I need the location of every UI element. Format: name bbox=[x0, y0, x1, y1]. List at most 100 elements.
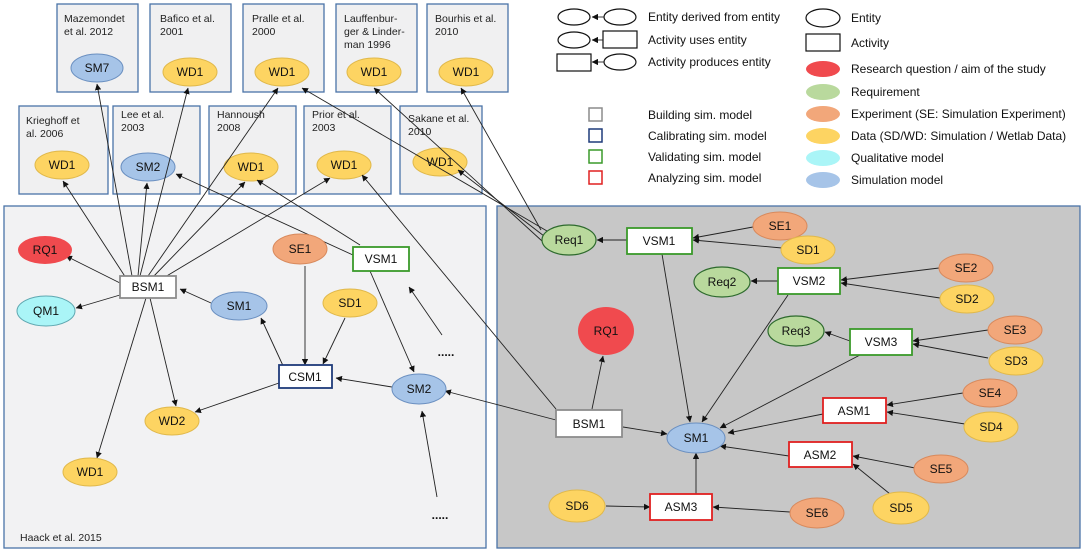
legend-swatch-analyzing bbox=[588, 170, 603, 185]
svg-text:Research question / aim of the: Research question / aim of the study bbox=[851, 62, 1046, 76]
node-rq1-left bbox=[18, 236, 72, 264]
legend-uses-label: Activity uses entity bbox=[648, 33, 747, 47]
svg-text:WD1: WD1 bbox=[453, 65, 480, 79]
svg-text:SM7: SM7 bbox=[85, 61, 110, 75]
svg-text:SE3: SE3 bbox=[1004, 323, 1027, 337]
svg-text:SM1: SM1 bbox=[684, 431, 709, 445]
svg-text:WD1: WD1 bbox=[269, 65, 296, 79]
reference-box-bafico: Bafico et al.2001 WD1 bbox=[149, 3, 232, 93]
svg-text:VSM3: VSM3 bbox=[865, 335, 898, 349]
svg-text:Bourhis et al.2010: Bourhis et al.2010 bbox=[435, 13, 496, 38]
svg-text:WD1: WD1 bbox=[177, 65, 204, 79]
node-se2-right bbox=[938, 253, 994, 283]
svg-text:Simulation model: Simulation model bbox=[851, 173, 943, 187]
node-asm2-right bbox=[788, 441, 853, 468]
svg-text:WD1: WD1 bbox=[49, 158, 76, 172]
svg-text:Req1: Req1 bbox=[555, 233, 584, 247]
svg-text:Qualitative model: Qualitative model bbox=[851, 151, 944, 165]
svg-text:Requirement: Requirement bbox=[851, 85, 920, 99]
reference-box-lee: Lee et al.2003 SM2 bbox=[112, 105, 201, 195]
svg-text:VSM1: VSM1 bbox=[643, 234, 676, 248]
svg-text:ASM1: ASM1 bbox=[838, 404, 871, 418]
node-se6-right bbox=[789, 497, 845, 529]
node-se1-left bbox=[272, 233, 328, 265]
svg-text:SD1: SD1 bbox=[796, 243, 820, 257]
svg-text:VSM1: VSM1 bbox=[365, 252, 398, 266]
svg-text:CSM1: CSM1 bbox=[288, 370, 322, 384]
svg-text:Req3: Req3 bbox=[782, 324, 811, 338]
svg-text:SD3: SD3 bbox=[1004, 354, 1028, 368]
svg-text:SM2: SM2 bbox=[407, 382, 432, 396]
node-req3 bbox=[767, 315, 825, 347]
reference-box-pralle: Pralle et al.2000 WD1 bbox=[242, 3, 325, 93]
node-sd4-right bbox=[963, 411, 1019, 443]
reference-box-lauffenburger: Lauffenbur-ger & Linder-man 1996 WD1 bbox=[335, 3, 418, 93]
svg-text:Experiment (SE: Simulation Exp: Experiment (SE: Simulation Experiment) bbox=[851, 107, 1066, 121]
legend-swatch-qualitative bbox=[806, 150, 840, 166]
svg-text:SD6: SD6 bbox=[565, 499, 589, 513]
node-vsm2-right bbox=[777, 267, 841, 295]
svg-text:Req2: Req2 bbox=[708, 275, 737, 289]
node-req2 bbox=[693, 266, 751, 298]
svg-text:SE1: SE1 bbox=[769, 219, 792, 233]
svg-text:SE5: SE5 bbox=[930, 462, 953, 476]
svg-text:Data (SD/WD: Simulation / Wetl: Data (SD/WD: Simulation / Wetlab Data) bbox=[851, 129, 1066, 143]
legend-activity-label: Activity bbox=[851, 36, 889, 50]
node-se5-right bbox=[913, 454, 969, 484]
node-wd1-left bbox=[62, 457, 118, 487]
ellipsis-lower: ..... bbox=[432, 508, 449, 522]
node-asm3-right bbox=[649, 493, 713, 521]
svg-text:Prior et al.2003: Prior et al.2003 bbox=[312, 109, 360, 134]
legend-activity-shape bbox=[602, 30, 638, 49]
legend-derived-label: Entity derived from entity bbox=[648, 10, 780, 24]
reference-box-sakane: Sakane et al.2010 WD1 bbox=[399, 105, 483, 195]
legend-swatch-validating bbox=[588, 149, 603, 164]
svg-text:Bafico et al.2001: Bafico et al.2001 bbox=[160, 13, 215, 38]
node-wd2-left bbox=[144, 406, 200, 436]
legend-swatch-research bbox=[806, 61, 840, 77]
node-sm2-left bbox=[391, 373, 447, 405]
svg-text:Lauffenbur-ger & Linder-man 19: Lauffenbur-ger & Linder-man 1996 bbox=[344, 13, 405, 51]
node-se1-right bbox=[752, 211, 808, 241]
svg-text:SD1: SD1 bbox=[338, 296, 362, 310]
svg-text:WD1: WD1 bbox=[361, 65, 388, 79]
node-bsm1-right bbox=[555, 409, 623, 438]
svg-text:SE1: SE1 bbox=[289, 242, 312, 256]
legend-entity-label: Entity bbox=[851, 11, 881, 25]
legend-swatch-experiment bbox=[806, 106, 840, 122]
svg-text:BSM1: BSM1 bbox=[132, 280, 165, 294]
node-sd3-right bbox=[988, 346, 1044, 376]
svg-text:QM1: QM1 bbox=[33, 304, 59, 318]
legend-swatch-requirement bbox=[806, 84, 840, 100]
node-sm1-right bbox=[666, 422, 726, 454]
node-csm1-left bbox=[278, 364, 333, 389]
svg-text:ASM3: ASM3 bbox=[665, 500, 698, 514]
right-nodes: Req1 VSM1 SE1 SD1 Req2 VSM2 SE2 SD2 Req3… bbox=[541, 211, 1044, 529]
svg-text:WD2: WD2 bbox=[159, 414, 186, 428]
legend-swatch-building bbox=[588, 107, 603, 122]
left-nodes: RQ1 QM1 BSM1 SM1 SE1 SD1 VSM1 CSM1 SM2 W… bbox=[16, 233, 454, 522]
node-asm1-right bbox=[822, 397, 887, 424]
svg-text:SM2: SM2 bbox=[136, 160, 161, 174]
node-qm1-left bbox=[16, 295, 76, 327]
svg-text:WD1: WD1 bbox=[238, 160, 265, 174]
node-sd1-right bbox=[780, 235, 836, 265]
legend: Entity derived from entity Activity uses… bbox=[556, 8, 1066, 188]
svg-text:Analyzing sim. model: Analyzing sim. model bbox=[648, 171, 761, 185]
svg-text:ASM2: ASM2 bbox=[804, 448, 837, 462]
legend-swatch-calibrating bbox=[588, 128, 603, 143]
node-sd5-right bbox=[872, 491, 930, 525]
svg-text:Pralle et al.2000: Pralle et al.2000 bbox=[252, 13, 305, 38]
node-se4-right bbox=[962, 378, 1018, 408]
svg-text:Calibrating sim. model: Calibrating sim. model bbox=[648, 129, 767, 143]
svg-text:SD2: SD2 bbox=[955, 292, 979, 306]
svg-text:WD1: WD1 bbox=[331, 158, 358, 172]
legend-entity-shape bbox=[603, 8, 637, 26]
svg-text:RQ1: RQ1 bbox=[594, 324, 619, 338]
node-bsm1-left bbox=[119, 275, 177, 299]
